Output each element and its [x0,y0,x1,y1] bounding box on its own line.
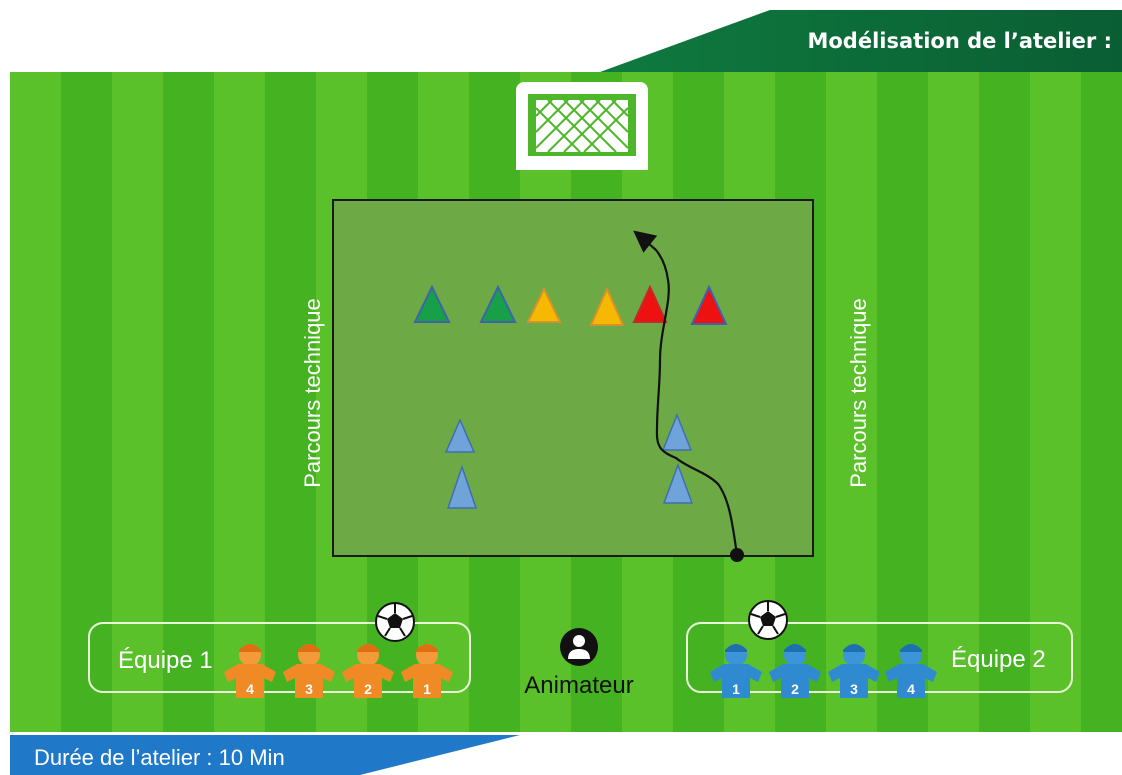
cone-blue [446,464,478,509]
cone-green [413,284,451,323]
start-point [730,548,744,562]
play-zone [332,199,814,557]
team-1-box [88,622,471,693]
team-2-players: 1 2 3 4 [710,644,937,698]
player-number: 2 [791,681,799,697]
cones-slalom [444,412,694,509]
player-number: 4 [246,681,254,697]
player-number: 4 [907,681,915,697]
cone-yellow [526,286,562,323]
team-2-label: Équipe 2 [951,646,1046,673]
player-icon: 1 [710,644,762,698]
header-title: Modélisation de l’atelier : [807,29,1112,53]
player-icon: 1 [401,644,453,698]
cone-blue [662,462,694,504]
animateur: Animateur [524,628,634,699]
player-number: 3 [305,681,313,697]
player-icon: 3 [283,644,335,698]
duration-label: Durée de l’atelier : 10 Min [34,745,285,770]
animateur-label: Animateur [524,672,633,699]
player-number: 1 [423,681,431,697]
cone-blue [661,412,693,451]
footer-banner [10,735,520,775]
player-number: 2 [364,681,372,697]
player-icon: 2 [769,644,821,698]
player-icon: 4 [885,644,937,698]
team-1-players: 4 3 2 1 [224,644,453,698]
player-number: 3 [850,681,858,697]
header-banner [600,10,1122,72]
team-2: Équipe 2 1 2 3 [686,600,1073,698]
cone-yellow [589,286,625,326]
player-icon: 2 [342,644,394,698]
team-1-label: Équipe 1 [118,647,213,674]
cone-blue [444,418,476,453]
dribble-path [633,230,739,556]
soccer-ball-icon [748,600,788,640]
cones-top-row [413,284,728,326]
goal-icon [516,82,648,170]
team-2-box [686,622,1073,693]
cone-red [690,284,728,325]
player-icon: 4 [224,644,276,698]
cone-red [632,284,668,323]
course-label-right: Parcours technique [846,298,871,488]
team-1: Équipe 1 4 3 2 [88,602,471,698]
person-icon [560,628,598,666]
soccer-ball-icon [375,602,415,642]
course-label-left: Parcours technique [300,298,325,488]
cone-green [479,284,517,323]
player-number: 1 [732,681,740,697]
player-icon: 3 [828,644,880,698]
